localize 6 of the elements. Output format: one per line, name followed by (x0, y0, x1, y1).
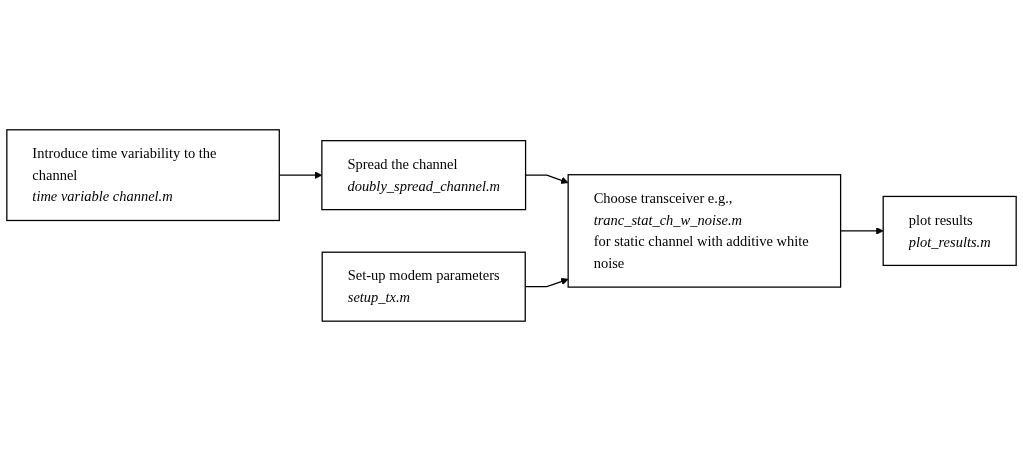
arrow (840, 226, 884, 235)
node-box: Choose transceiver e.g., tranc_stat_ch_w_noise.m for static channel with additive white noise (567, 173, 842, 288)
node-box: plot results plot_results.m (882, 195, 1017, 266)
node-box: Spread the channel doubly_spread_channel.m (321, 139, 527, 210)
node-box: Set-up modem parameters setup_tx.m (321, 251, 526, 322)
node-box: Introduce time variability to the channel time variable channel.m (6, 128, 280, 221)
